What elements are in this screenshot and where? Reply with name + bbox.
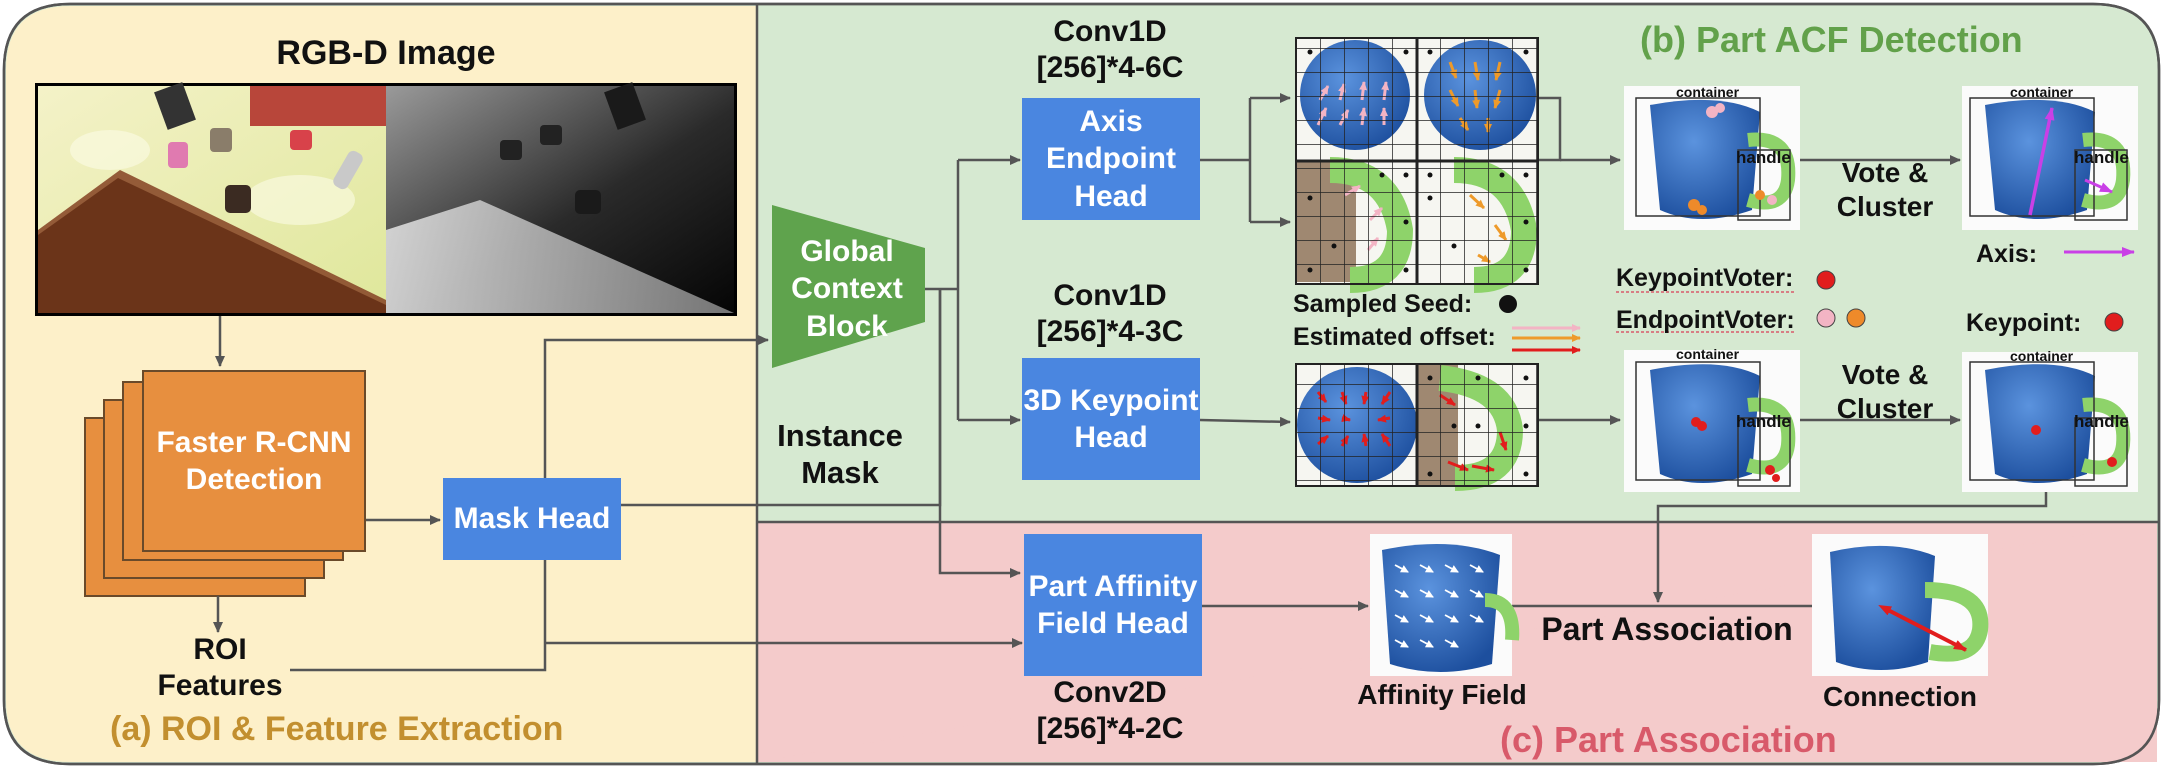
- axis-legend-label: Axis:: [1976, 240, 2038, 268]
- container-label-3: container: [1676, 346, 1740, 362]
- container-label-4: container: [2010, 348, 2074, 364]
- cup-keypoint-votes: [1624, 350, 1800, 492]
- cup-keypoint-result: [1962, 352, 2138, 492]
- axis-endpoint-head-box: Axis Endpoint Head: [1022, 98, 1200, 220]
- sampled-seed-label: Sampled Seed:: [1293, 290, 1473, 318]
- keypoint-voter-marker: [1816, 270, 1836, 290]
- endpoint-voter-orange-marker: [1846, 308, 1866, 328]
- faster-rcnn-detection-box: Faster R-CNN Detection: [142, 370, 366, 552]
- keypoint-legend-marker: [2104, 312, 2124, 332]
- section-a-title: (a) ROI & Feature Extraction: [110, 710, 564, 748]
- estimated-offset-label: Estimated offset:: [1293, 323, 1496, 351]
- endpoint-voter-label: EndpointVoter:: [1616, 306, 1795, 334]
- connection-image: [1812, 534, 1989, 676]
- global-context-block-shape: [772, 205, 925, 368]
- keypoint-head-box: 3D Keypoint Head: [1022, 358, 1200, 480]
- sampled-seed-marker: [1499, 295, 1517, 313]
- conv1d-axis-label: Conv1D [256]*4-6C: [1036, 15, 1184, 84]
- handle-label-4: handle: [2074, 412, 2129, 431]
- connection-label: Connection: [1823, 681, 1977, 712]
- handle-label-3: handle: [1736, 412, 1791, 431]
- affinity-field-label: Affinity Field: [1357, 679, 1527, 710]
- mask-head-box: Mask Head: [443, 478, 621, 560]
- conv1d-keypoint-label: Conv1D [256]*4-3C: [1036, 279, 1184, 348]
- conv2d-label: Conv2D [256]*4-2C: [1036, 676, 1184, 745]
- handle-label-1: handle: [1736, 148, 1791, 167]
- section-b-title: (b) Part ACF Detection: [1640, 19, 2023, 60]
- vote-cluster-label-bottom: Vote & Cluster: [1836, 359, 1934, 424]
- vote-cluster-label-top: Vote & Cluster: [1836, 157, 1934, 222]
- global-context-block-label: Global Context Block: [791, 234, 903, 343]
- axis-offset-grids: [1295, 37, 1539, 293]
- cup-axis-result: [1962, 86, 2138, 230]
- container-label-2: container: [2010, 84, 2074, 100]
- keypoint-legend-label: Keypoint:: [1966, 309, 2082, 337]
- cup-axis-votes: [1624, 86, 1800, 230]
- keypoint-voter-label: KeypointVoter:: [1616, 264, 1794, 292]
- instance-mask-label: Instance Mask: [777, 418, 903, 491]
- affinity-field-image: [1370, 534, 1520, 676]
- rgbd-image: [35, 82, 737, 316]
- container-label-1: container: [1676, 84, 1740, 100]
- handle-label-2: handle: [2074, 148, 2129, 167]
- connectors: [213, 93, 2048, 672]
- part-association-label: Part Association: [1541, 611, 1793, 647]
- rgbd-image-title: RGB-D Image: [276, 34, 496, 72]
- roi-features-label: ROI Features: [157, 633, 283, 702]
- paf-head-box: Part Affinity Field Head: [1024, 534, 1202, 676]
- keypoint-offset-grid: [1295, 363, 1539, 491]
- section-c-title: (c) Part Association: [1500, 719, 1837, 760]
- endpoint-voter-pink-marker: [1816, 308, 1836, 328]
- estimated-offset-arrows: [1512, 324, 1581, 354]
